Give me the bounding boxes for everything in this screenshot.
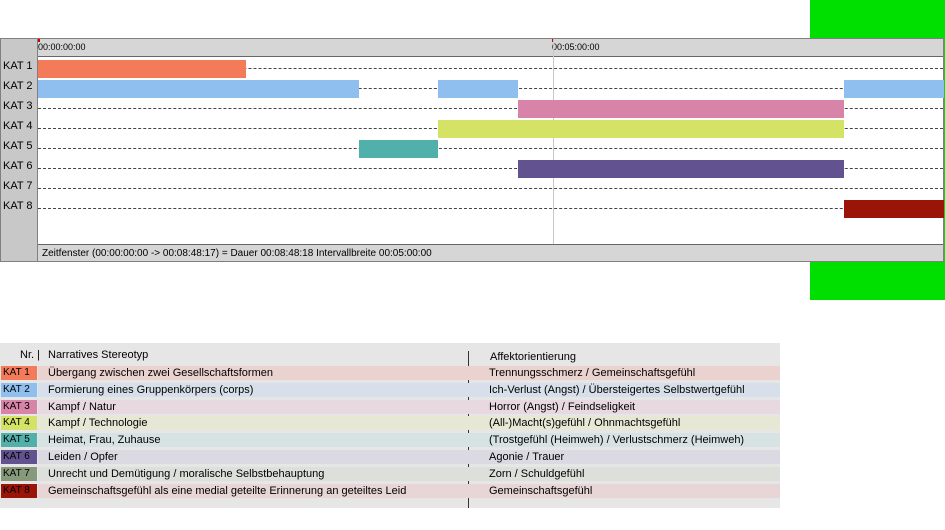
- legend-row-band: [38, 433, 780, 448]
- legend-row: KAT 3 Kampf / Natur Horror (Angst) / Feind…: [0, 399, 780, 415]
- segment-kat-2[interactable]: [437, 80, 519, 98]
- row-guide-line: [38, 168, 943, 169]
- category-tag: KAT 8: [1, 483, 37, 498]
- timeline-plot[interactable]: [38, 39, 944, 246]
- legend-row: KAT 5 Heimat, Frau, Zuhause (Trostgefühl (…: [0, 432, 780, 448]
- category-tag: KAT 6: [1, 450, 37, 464]
- row-label: KAT 7: [3, 180, 33, 192]
- legend-header-stereotyp: Narratives Stereotyp: [48, 349, 149, 361]
- category-label-column: KAT 1 KAT 2 KAT 3 KAT 4 KAT 5 KAT 6 KAT 7 KAT 8: [1, 39, 38, 261]
- segment-kat-5[interactable]: [358, 140, 438, 158]
- category-tag: KAT 2: [1, 382, 37, 397]
- segment-kat-6[interactable]: [518, 160, 845, 178]
- legend-header-affekt: Affektorientierung: [490, 351, 577, 363]
- legend-row: KAT 6 Leiden / Opfer Agonie / Trauer: [0, 449, 780, 465]
- affekt-text: Horror (Angst) / Feindseligkeit: [489, 400, 636, 413]
- legend-row-band: [38, 416, 780, 431]
- row-label: KAT 1: [3, 60, 33, 72]
- segment-kat-1[interactable]: [38, 60, 246, 78]
- stereotyp-text: Formierung eines Gruppenkörpers (corps): [48, 383, 254, 396]
- affekt-text: Agonie / Trauer: [489, 451, 565, 463]
- segment-kat-2[interactable]: [844, 80, 944, 98]
- segment-kat-3[interactable]: [518, 100, 845, 118]
- row-label: KAT 2: [3, 80, 33, 92]
- status-bar: Zeitfenster (00:00:00:00 -> 00:08:48:17)…: [38, 244, 943, 261]
- time-ruler[interactable]: 00:00:00:00 00:05:00:00: [38, 39, 943, 57]
- category-tag: KAT 1: [1, 366, 37, 380]
- category-tag: KAT 3: [1, 399, 37, 414]
- stereotyp-text: Kampf / Technologie: [48, 417, 148, 430]
- affekt-text: (Trostgefühl (Heimweh) / Verlustschmerz …: [489, 434, 745, 447]
- stereotyp-text: Gemeinschaftsgefühl als eine medial gete…: [48, 484, 407, 497]
- row-guide-line: [38, 68, 943, 69]
- row-guide-line: [38, 148, 943, 149]
- affekt-text: Zorn / Schuldgefühl: [489, 467, 585, 480]
- row-guide-line: [38, 108, 943, 109]
- stereotyp-text: Übergang zwischen zwei Gesellschaftsform…: [48, 367, 273, 379]
- legend-row-band: [38, 466, 780, 481]
- timeline-panel[interactable]: KAT 1 KAT 2 KAT 3 KAT 4 KAT 5 KAT 6 KAT 7 KAT 8…: [0, 38, 944, 262]
- category-tag: KAT 5: [1, 433, 37, 448]
- ruler-start-label: 00:00:00:00: [38, 42, 86, 52]
- legend-row-band: [38, 366, 780, 380]
- row-label: KAT 8: [3, 200, 33, 212]
- legend-row: KAT 1 Übergang zwischen zwei Gesellschaft…: [0, 365, 780, 381]
- legend-row: KAT 8 Gemeinschaftsgefühl als eine medial…: [0, 483, 780, 499]
- legend-row-band: [38, 382, 780, 397]
- affekt-text: Gemeinschaftsgefühl: [489, 484, 593, 497]
- row-label: KAT 3: [3, 100, 33, 112]
- legend-row-band: [38, 483, 780, 498]
- row-label: KAT 4: [3, 120, 33, 132]
- affekt-text: Ich-Verlust (Angst) / Übersteigertes Sel…: [489, 383, 745, 396]
- legend-row: KAT 2 Formierung eines Gruppenkörpers (co…: [0, 382, 780, 398]
- playhead-cursor[interactable]: [553, 39, 554, 246]
- row-guide-line: [38, 208, 943, 209]
- legend-row: KAT 4 Kampf / Technologie (All-)Macht(s)ge…: [0, 415, 780, 431]
- ruler-mid-label: 00:05:00:00: [552, 42, 600, 52]
- legend-row-band: [38, 450, 780, 464]
- category-tag: KAT 7: [1, 466, 37, 481]
- row-label: KAT 5: [3, 140, 33, 152]
- stereotyp-text: Unrecht und Demütigung / moralische Selb…: [48, 467, 325, 480]
- category-tag: KAT 4: [1, 416, 37, 431]
- stereotyp-text: Leiden / Opfer: [48, 451, 118, 463]
- row-guide-line: [38, 188, 943, 189]
- legend-header-nr: Nr. |: [20, 349, 40, 361]
- stereotyp-text: Kampf / Natur: [48, 400, 116, 413]
- segment-kat-8[interactable]: [844, 200, 944, 218]
- legend-row: KAT 7 Unrecht und Demütigung / moralische…: [0, 466, 780, 482]
- legend-row-band: [38, 399, 780, 414]
- stereotyp-text: Heimat, Frau, Zuhause: [48, 434, 161, 447]
- segment-kat-4[interactable]: [437, 120, 845, 138]
- row-label: KAT 6: [3, 160, 33, 172]
- affekt-text: (All-)Macht(s)gefühl / Ohnmachtsgefühl: [489, 417, 681, 430]
- segment-kat-2[interactable]: [38, 80, 359, 98]
- ruler-tick-start: [38, 39, 40, 42]
- affekt-text: Trennungsschmerz / Gemeinschaftsgefühl: [489, 367, 696, 379]
- legend-table: Nr. | Narratives Stereotyp Affektorienti…: [0, 343, 780, 508]
